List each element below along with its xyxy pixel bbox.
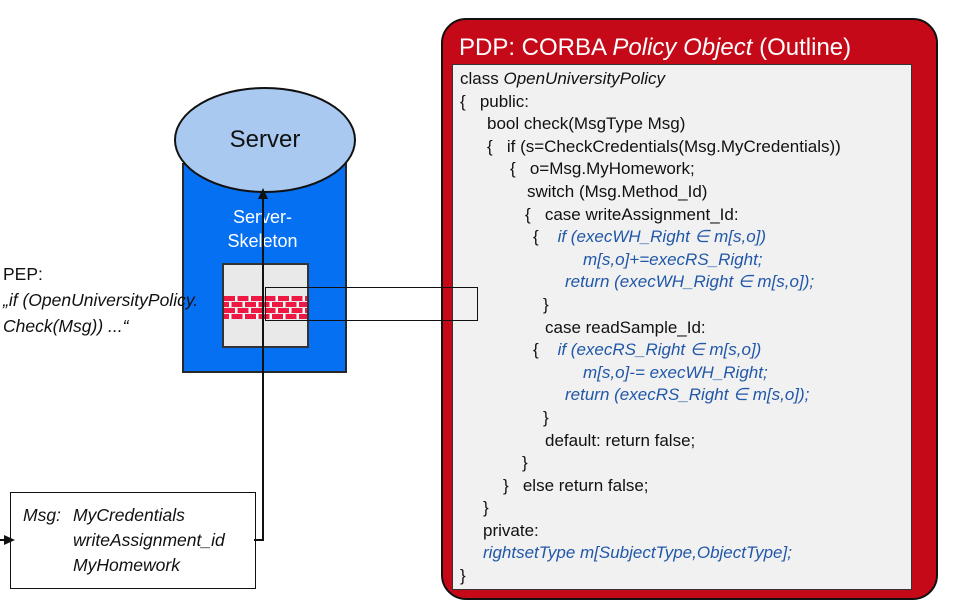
code-line: } (460, 566, 466, 586)
code-line: { if (s=CheckCredentials(Msg.MyCredentia… (487, 136, 841, 156)
pep-code-line1: „if (OpenUniversityPolicy. (3, 290, 199, 310)
message-flow-line (262, 197, 264, 541)
code-line: } (543, 407, 549, 427)
pep-code-line2: Check(Msg)) ...“ (3, 316, 129, 336)
code-line: { if (execRS_Right ∈ m[s,o]) (533, 340, 762, 360)
arrow-up-icon (258, 188, 268, 199)
code-line: return (execWH_Right ∈ m[s,o]); (565, 272, 815, 292)
pep-label: PEP: (3, 264, 43, 284)
server-ellipse: Server (174, 87, 356, 193)
code-line: return (execRS_Right ∈ m[s,o]); (565, 385, 810, 405)
incoming-message-line (0, 539, 6, 541)
code-line: { if (execWH_Right ∈ m[s,o]) (533, 227, 767, 247)
code-line: { o=Msg.MyHomework; (510, 159, 695, 179)
pdp-title: PDP: CORBA Policy Object (Outline) (459, 34, 852, 61)
msg-label: Msg: (23, 505, 61, 525)
code-line: } (483, 498, 489, 518)
incoming-message-arrow-icon (4, 535, 15, 545)
code-line: } (522, 453, 528, 473)
code-line: default: return false; (545, 430, 696, 450)
code-line: private: (483, 520, 539, 540)
code-line: switch (Msg.Method_Id) (527, 181, 708, 201)
msg-connector-segment (254, 539, 264, 541)
pep-annotation: PEP: „if (OpenUniversityPolicy. Check(Ms… (3, 261, 198, 339)
msg-box: Msg: MyCredentials writeAssignment_id My… (10, 492, 256, 589)
msg-item-credentials: MyCredentials (73, 505, 185, 525)
code-line: bool check(MsgType Msg) (487, 114, 686, 134)
policy-code-panel: class OpenUniversityPolicy { public: bool … (452, 64, 912, 590)
policy-code: class OpenUniversityPolicy { public: bool … (460, 68, 841, 588)
msg-item-write-assignment: writeAssignment_id (73, 530, 225, 550)
pep-pdp-connector (265, 287, 478, 321)
code-line: case readSample_Id: (545, 317, 706, 337)
pdp-panel: PDP: CORBA Policy Object (Outline) class… (441, 18, 938, 600)
code-line: rightsetType m[SubjectType,ObjectType]; (483, 543, 792, 563)
code-line: } else return false; (503, 475, 649, 495)
code-line: } (543, 294, 549, 314)
code-line: m[s,o]+=execRS_Right; (583, 249, 763, 269)
code-line: class OpenUniversityPolicy (460, 69, 666, 88)
server-label: Server (229, 126, 301, 153)
code-line: { case writeAssignment_Id: (525, 204, 739, 224)
code-line: m[s,o]-= execWH_Right; (583, 362, 768, 382)
code-line: { public: (460, 91, 529, 111)
msg-item-homework: MyHomework (73, 555, 180, 575)
msg-content: Msg: MyCredentials writeAssignment_id My… (23, 503, 225, 578)
